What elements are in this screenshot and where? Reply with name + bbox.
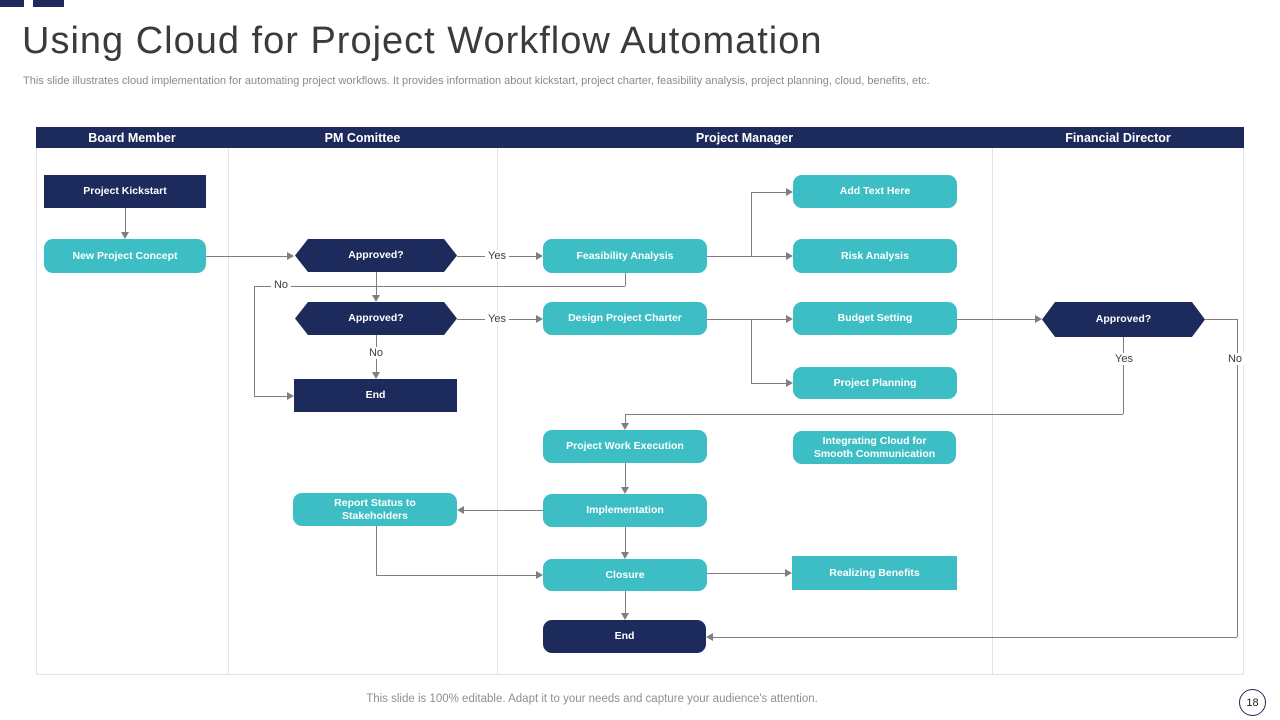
node-implementation: Implementation — [543, 494, 707, 527]
connector-line — [1123, 337, 1124, 414]
arrowhead-down — [372, 372, 380, 379]
node-add-text-here: Add Text Here — [793, 175, 957, 208]
node-risk-analysis: Risk Analysis — [793, 239, 957, 273]
node-project-work-execution: Project Work Execution — [543, 430, 707, 463]
connector-line — [1205, 319, 1237, 320]
connector-line — [254, 286, 255, 396]
connector-line — [751, 192, 752, 256]
page-number-badge: 18 — [1239, 689, 1266, 716]
connector-line — [751, 319, 752, 383]
arrowhead-right — [786, 188, 793, 196]
lane-header-board-member: Board Member — [88, 130, 176, 145]
arrowhead-right — [785, 569, 792, 577]
arrowhead-right — [287, 252, 294, 260]
node-project-planning: Project Planning — [793, 367, 957, 399]
connector-line — [463, 510, 543, 511]
lane-header-financial-director: Financial Director — [1065, 130, 1171, 145]
connector-line — [376, 526, 377, 575]
logo-mark-right — [33, 0, 64, 7]
arrowhead-right — [786, 315, 793, 323]
swimlane-body — [36, 148, 1244, 675]
lane-divider-1 — [228, 148, 229, 675]
arrowhead-right — [786, 252, 793, 260]
connector-line — [254, 286, 625, 287]
branch-label-yes-4: Yes — [1112, 353, 1136, 365]
node-end-2: End — [543, 620, 706, 653]
connector-line — [1237, 319, 1238, 637]
node-approved-3: Approved? — [1042, 302, 1205, 337]
connector-line — [707, 319, 787, 320]
connector-line — [206, 256, 289, 257]
node-realizing-benefits: Realizing Benefits — [792, 556, 957, 590]
node-budget-setting: Budget Setting — [793, 302, 957, 335]
node-project-kickstart: Project Kickstart — [44, 175, 206, 208]
node-closure: Closure — [543, 559, 707, 591]
connector-line — [254, 396, 288, 397]
branch-label-no-5: No — [1224, 353, 1246, 365]
lane-divider-2 — [497, 148, 498, 675]
connector-line — [625, 414, 626, 424]
arrowhead-right — [536, 315, 543, 323]
node-design-project-charter: Design Project Charter — [543, 302, 707, 335]
connector-line — [125, 208, 126, 233]
arrowhead-right — [536, 252, 543, 260]
lane-header-pm-comittee: PM Comittee — [324, 130, 401, 145]
node-integrating-cloud: Integrating Cloud for Smooth Communicati… — [793, 431, 956, 464]
arrowhead-right — [1035, 315, 1042, 323]
arrowhead-right — [536, 571, 543, 579]
footer-note: This slide is 100% editable. Adapt it to… — [366, 693, 818, 705]
connector-line — [707, 573, 786, 574]
branch-label-yes-2: Yes — [485, 313, 509, 325]
node-approved-2: Approved? — [295, 302, 457, 335]
lane-header-project-manager: Project Manager — [695, 130, 794, 145]
node-end-1: End — [294, 379, 457, 412]
arrowhead-right — [287, 392, 294, 400]
node-feasibility-analysis: Feasibility Analysis — [543, 239, 707, 273]
page-subtitle: This slide illustrates cloud implementat… — [23, 75, 930, 87]
connector-line — [707, 256, 787, 257]
lane-divider-3 — [992, 148, 993, 675]
connector-line — [751, 383, 787, 384]
swimlane-header: Board Member PM Comittee Project Manager… — [36, 127, 1244, 148]
arrowhead-down — [621, 487, 629, 494]
logo-mark-left — [0, 0, 24, 7]
arrowhead-down — [372, 295, 380, 302]
arrowhead-right — [786, 379, 793, 387]
node-approved-1: Approved? — [295, 239, 457, 272]
connector-line — [625, 463, 626, 488]
connector-line — [625, 527, 626, 553]
connector-line — [751, 192, 787, 193]
branch-label-yes-0: Yes — [485, 250, 509, 262]
connector-line — [625, 273, 626, 286]
connector-line — [376, 272, 377, 297]
arrowhead-down — [121, 232, 129, 239]
connector-line — [712, 637, 1237, 638]
branch-label-no-1: No — [270, 279, 292, 291]
arrowhead-left — [706, 633, 713, 641]
arrowhead-down — [621, 423, 629, 430]
node-report-status-to-stakeholders: Report Status to Stakeholders — [293, 493, 457, 526]
connector-line — [625, 591, 626, 614]
connector-line — [957, 319, 1036, 320]
connector-line — [625, 414, 1123, 415]
page-title: Using Cloud for Project Workflow Automat… — [22, 20, 823, 62]
connector-line — [376, 575, 537, 576]
arrowhead-left — [457, 506, 464, 514]
branch-label-no-3: No — [365, 347, 387, 359]
node-new-project-concept: New Project Concept — [44, 239, 206, 273]
arrowhead-down — [621, 613, 629, 620]
arrowhead-down — [621, 552, 629, 559]
